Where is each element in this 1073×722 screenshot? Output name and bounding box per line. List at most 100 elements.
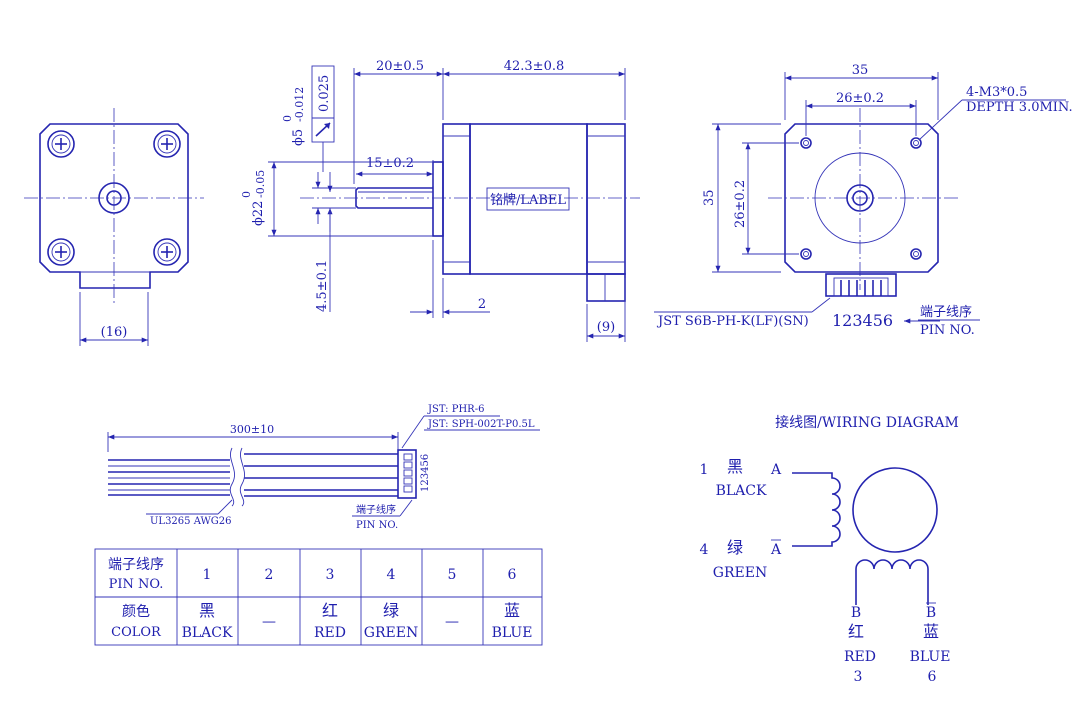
dim-shaft-length: 15±0.2 (366, 156, 414, 171)
table-color-cn: 颜色 (122, 603, 150, 620)
table-pin-3: 3 (326, 567, 335, 583)
wiring-bbar-cn: 蓝 (923, 622, 939, 641)
table-pin-6: 6 (508, 567, 517, 583)
dim-rear-height: 35 (702, 189, 717, 206)
table-pin-1: 1 (203, 567, 212, 583)
end-cap (586, 123, 626, 275)
coil-b (855, 559, 929, 605)
rear-connector-note: JST S6B-PH-K(LF)(SN) (656, 314, 809, 329)
table-color-1-en: BLACK (182, 625, 233, 641)
wiring-bbar-num: 6 (928, 669, 937, 685)
dim-tab-width: (16) (101, 325, 128, 340)
front-view: (16) (24, 108, 204, 346)
dim-shaft-diameter: ϕ5 (291, 129, 306, 146)
dim-shaft-tol-upper: 0 (281, 115, 294, 122)
nameplate-text: 铭牌/LABEL (490, 192, 566, 208)
cable-pin-label-cn: 端子线序 (356, 503, 396, 516)
side-view: 铭牌/LABEL 20±0.5 42.3±0.8 15±0.2 ϕ22 0 -0… (240, 59, 640, 342)
runout-tolerance: 0.025 (317, 75, 332, 112)
wire-spec-note: UL3265 AWG26 (150, 516, 232, 527)
table-color-4-cn: 绿 (383, 601, 399, 620)
wiring-bbar-en: BLUE (910, 649, 951, 665)
wiring-title: 接线图/WIRING DIAGRAM (775, 414, 959, 431)
rear-outline (784, 123, 939, 273)
runout-arrow-icon (315, 122, 331, 137)
rear-pin-label-cn: 端子线序 (920, 305, 972, 320)
wiring-a-label: A (770, 462, 782, 478)
pilot-boss (432, 161, 444, 237)
screw-icon (47, 130, 75, 158)
table-color-1-cn: 黑 (199, 601, 215, 620)
dim-pilot-tol-lower: -0.05 (254, 170, 267, 198)
dim-connector-depth: (9) (597, 320, 615, 335)
cable-view: 300±10 123456 JST: PH (107, 404, 540, 531)
break-line (239, 447, 245, 507)
wiring-b-label: B (851, 605, 861, 621)
front-shaft-boss (98, 182, 130, 214)
rear-connector (825, 273, 897, 297)
table-pin-2: 2 (265, 567, 274, 583)
rear-boss (814, 152, 906, 244)
dim-body-length: 42.3±0.8 (504, 59, 565, 74)
rear-pin-digits: 123456 (832, 311, 893, 330)
hole-note-thread: 4-M3*0.5 (966, 85, 1027, 100)
table-color-6-en: BLUE (492, 625, 533, 641)
wiring-abar-num: 4 (700, 542, 709, 558)
table-color-3-en: RED (314, 625, 346, 641)
dim-pilot-tol-upper: 0 (240, 191, 253, 198)
table-color-en: COLOR (111, 625, 162, 640)
rear-pin-label-en: PIN NO. (920, 323, 975, 338)
screw-icon (153, 130, 181, 158)
side-flange (442, 123, 471, 275)
table-pin-4: 4 (387, 567, 396, 583)
jst-terminal-note: JST: SPH-002T-P0.5L (427, 419, 535, 430)
table-color-2: — (262, 614, 276, 630)
cable-wires (108, 453, 398, 497)
wiring-bbar-label: B (926, 605, 936, 621)
nameplate-label (486, 187, 570, 211)
front-shaft (106, 190, 122, 206)
table-color-5: — (445, 614, 459, 630)
dim-shaft-flat: 4.5±0.1 (315, 260, 330, 312)
front-flange-outline (39, 123, 189, 289)
dim-cable-length: 300±10 (230, 423, 274, 436)
cable-pin-label-en: PIN NO. (356, 520, 398, 531)
side-connector (586, 273, 626, 302)
wiring-a-num: 1 (700, 462, 709, 478)
wiring-b-cn: 红 (848, 622, 864, 641)
dim-pilot-diameter: ϕ22 (251, 201, 266, 226)
mount-hole-icon (800, 137, 812, 149)
break-line (229, 447, 235, 507)
table-color-6-cn: 蓝 (504, 601, 520, 620)
pin-table: 端子线序 PIN NO. 1 2 3 4 5 6 颜色 COLOR 黑 BLAC… (94, 548, 543, 646)
dim-shaft-tol-lower: -0.012 (293, 87, 306, 122)
wiring-abar-en: GREEN (713, 565, 767, 581)
rear-view: 35 26±0.2 35 26±0.2 4-M3*0.5 DEPTH 3.0MI… (654, 63, 1073, 338)
dim-flange-length: 20±0.5 (376, 59, 424, 74)
cable-pin-digits: 123456 (420, 454, 431, 492)
table-header-en: PIN NO. (109, 577, 164, 592)
wiring-diagram: 接线图/WIRING DIAGRAM 1 黑 BLACK A 4 绿 GREEN… (700, 414, 959, 685)
wiring-b-num: 3 (854, 669, 863, 685)
wiring-abar-cn: 绿 (727, 538, 743, 557)
wiring-a-cn: 黑 (727, 457, 743, 476)
table-pin-5: 5 (448, 567, 457, 583)
dim-flange-thickness: 2 (478, 297, 486, 312)
dim-rear-width: 35 (852, 63, 869, 78)
dim-rear-hole-spacing-v: 26±0.2 (733, 180, 748, 228)
wiring-abar-label: A (770, 542, 782, 558)
dim-rear-hole-spacing: 26±0.2 (836, 91, 884, 106)
rotor-symbol (852, 467, 938, 553)
mount-hole-icon (800, 248, 812, 260)
mount-hole-icon (910, 248, 922, 260)
jst-housing-note: JST: PHR-6 (427, 404, 484, 415)
cable-connector (397, 449, 417, 499)
coil-a (792, 472, 841, 547)
screw-icon (153, 238, 181, 266)
wiring-a-en: BLACK (716, 483, 767, 499)
hole-note-depth: DEPTH 3.0MIN. (966, 100, 1073, 115)
wiring-b-en: RED (844, 649, 876, 665)
screw-icon (47, 238, 75, 266)
mount-hole-icon (910, 137, 922, 149)
